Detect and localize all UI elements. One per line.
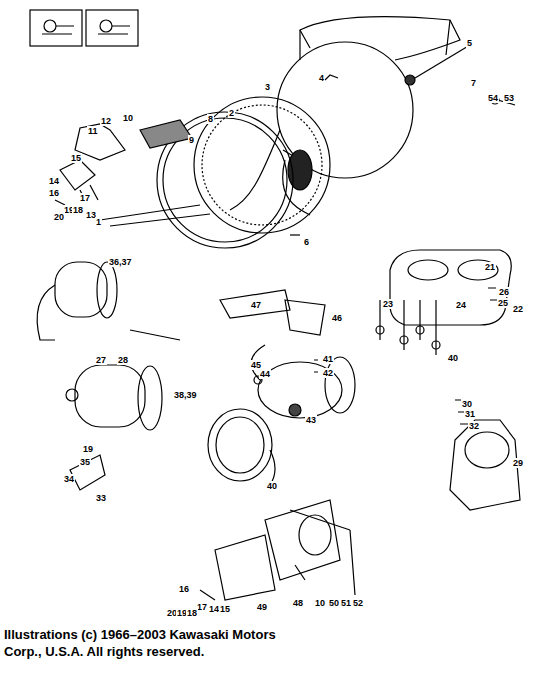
callout-number: 29 <box>512 458 524 468</box>
callout-number: 16 <box>178 584 190 594</box>
callout-number: 48 <box>292 598 304 608</box>
callout-number: 3 <box>264 82 271 92</box>
callout-number: 25 <box>497 298 509 308</box>
callout-number: 40 <box>447 353 459 363</box>
callout-number: 38,39 <box>173 390 198 400</box>
callout-number: 31 <box>464 409 476 419</box>
copyright-caption: Illustrations (c) 1966–2003 Kawasaki Mot… <box>4 626 304 660</box>
callout-number: 19 <box>82 444 94 454</box>
callout-number: 9 <box>188 135 195 145</box>
callout-number: 23 <box>382 299 394 309</box>
callout-number: 5 <box>466 38 473 48</box>
callout-number: 46 <box>331 313 343 323</box>
callout-number: 27 <box>95 355 107 365</box>
callout-number: 16 <box>48 188 60 198</box>
callout-number: 47 <box>250 300 262 310</box>
callout-number: 42 <box>322 368 334 378</box>
callout-number: 35 <box>79 457 91 467</box>
callout-number: 10 <box>122 113 134 123</box>
callout-number: 15 <box>219 604 231 614</box>
callout-number: 2 <box>228 108 235 118</box>
callout-number: 18 <box>186 608 198 618</box>
callout-number: 18 <box>72 205 84 215</box>
callout-number: 36,37 <box>108 257 133 267</box>
callout-number: 4 <box>318 73 325 83</box>
callout-number: 32 <box>468 421 480 431</box>
callout-number: 34 <box>63 474 75 484</box>
callout-number: 49 <box>256 602 268 612</box>
callout-number: 28 <box>117 355 129 365</box>
callout-number: 15 <box>70 153 82 163</box>
callout-number: 22 <box>512 304 524 314</box>
callout-number: 44 <box>259 369 271 379</box>
callout-number: 40 <box>266 481 278 491</box>
callout-number: 20 <box>53 212 65 222</box>
callout-number: 41 <box>322 354 334 364</box>
callout-number: 54 <box>487 93 499 103</box>
callout-number: 14 <box>48 176 60 186</box>
callout-number: 7 <box>470 78 477 88</box>
callout-number: 11 <box>87 126 99 136</box>
callout-number: 6 <box>303 237 310 247</box>
callout-number: 52 <box>352 598 364 608</box>
callout-number: 53 <box>503 93 515 103</box>
callout-number: 33 <box>95 493 107 503</box>
callout-number: 30 <box>461 399 473 409</box>
callout-number: 50 <box>328 598 340 608</box>
callout-number: 26 <box>498 287 510 297</box>
callout-number: 1 <box>95 217 102 227</box>
callout-number: 8 <box>207 114 214 124</box>
callout-number: 21 <box>484 262 496 272</box>
callout-number: 10 <box>314 598 326 608</box>
callout-number: 24 <box>455 300 467 310</box>
callout-number: 17 <box>79 193 91 203</box>
callout-number: 51 <box>340 598 352 608</box>
callout-number: 12 <box>100 116 112 126</box>
callout-number: 43 <box>305 415 317 425</box>
